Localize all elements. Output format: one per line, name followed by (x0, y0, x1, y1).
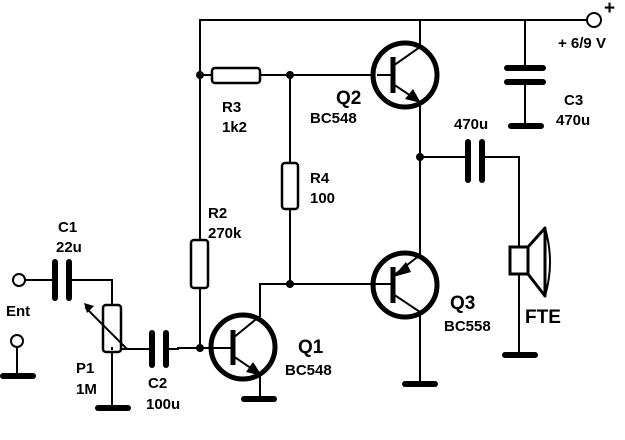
q2-name-label: Q2 (336, 88, 361, 109)
c3-name-label: C3 (564, 92, 583, 109)
c1-value-label: 22u (56, 239, 82, 256)
speaker-icon (508, 226, 551, 298)
junction-dot (196, 344, 204, 352)
q3-value-label: BC558 (444, 318, 491, 335)
r4-value-label: 100 (310, 190, 335, 207)
transistor-q3 (289, 250, 440, 320)
q3-name-label: Q3 (450, 293, 475, 314)
input-terminal (12, 273, 54, 287)
ground-icon (95, 405, 131, 411)
c2-name-label: C2 (148, 375, 167, 392)
resistor-r2 (189, 238, 210, 349)
ground-icon (241, 396, 277, 402)
ground-icon (0, 373, 36, 379)
supply-voltage-label: + 6/9 V (558, 35, 606, 52)
r3-value-label: 1k2 (222, 119, 247, 136)
capacitor-c1 (52, 259, 113, 301)
resistor-r3 (199, 66, 379, 85)
capacitor-output (419, 139, 520, 183)
ground-icon (502, 352, 538, 358)
q1-value-label: BC548 (285, 362, 332, 379)
c2-value-label: 100u (146, 396, 180, 413)
r4-name-label: R4 (310, 170, 330, 187)
potentiometer-p1 (84, 279, 128, 408)
c1-name-label: C1 (58, 219, 77, 236)
capacitor-c3 (504, 19, 546, 126)
transistor-q1 (177, 312, 278, 382)
q2-value-label: BC548 (310, 110, 357, 127)
output-cap-value-label: 470u (454, 116, 488, 133)
supply-rail (199, 12, 602, 28)
p1-name-label: P1 (76, 360, 94, 377)
r2-value-label: 270k (208, 225, 242, 242)
p1-value-label: 1M (76, 381, 97, 398)
speaker-label: FTE (525, 307, 561, 328)
input-label: Ent (6, 303, 30, 320)
r2-name-label: R2 (208, 205, 227, 222)
ground-icon (508, 123, 544, 129)
transistor-q2 (370, 40, 440, 110)
capacitor-c2 (111, 330, 179, 368)
resistor-r4 (280, 74, 300, 285)
c3-value-label: 470u (556, 112, 590, 129)
supply-plus-sign: + (604, 0, 615, 19)
ground-icon (402, 381, 438, 387)
q1-name-label: Q1 (298, 337, 324, 358)
input-ground-terminal (10, 334, 24, 376)
r3-name-label: R3 (222, 99, 241, 116)
